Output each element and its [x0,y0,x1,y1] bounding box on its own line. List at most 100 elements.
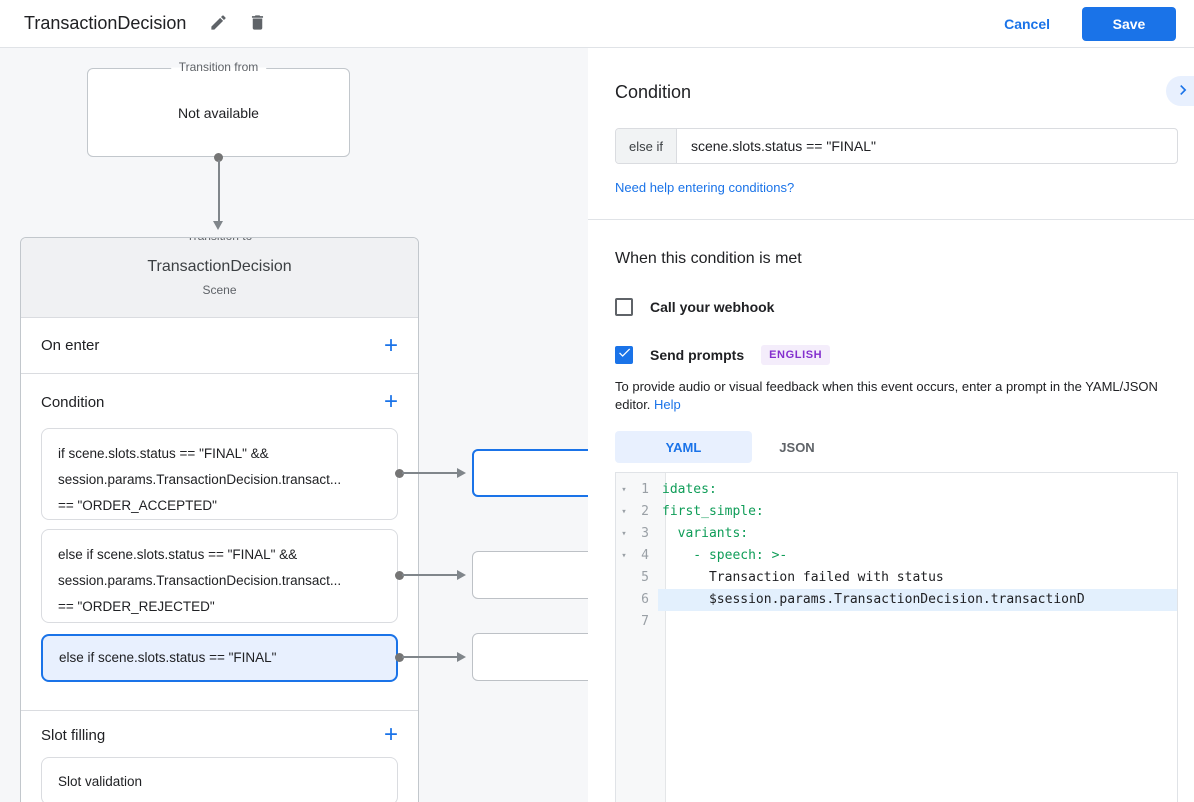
fold-arrow-icon[interactable]: ▾ [621,529,627,539]
transition-to-box: Transition to TransactionDecision Scene … [20,237,419,802]
fold-arrow-icon[interactable]: ▾ [621,551,627,561]
trash-icon [248,13,267,35]
panel-heading: Condition [615,82,692,102]
code-text[interactable]: - speech: >- [662,548,788,563]
call-webhook-label: Call your webhook [650,299,775,315]
line-number: 4 [641,548,649,563]
on-enter-label: On enter [41,337,100,354]
on-enter-section: On enter + [21,318,418,374]
slot-validation-card[interactable]: Slot validation [41,757,398,802]
editor-line[interactable]: ▾ 4 - speech: >- [616,545,1177,567]
editor-line[interactable]: ▾ 3 variants: [616,523,1177,545]
page-title: TransactionDecision [24,13,187,33]
condition-detail-panel: Condition else if scene.slots.status == … [588,48,1194,802]
connector-line [218,160,220,221]
fold-spacer [616,611,632,633]
code-text[interactable]: first_simple: [662,504,764,519]
connector-arrowhead-icon [457,467,466,478]
condition-text: session.params.TransactionDecision.trans… [58,472,342,487]
editor-tabs: YAML JSON [615,431,1178,463]
collapse-panel-button[interactable] [1166,76,1194,106]
condition-section: Condition + if scene.slots.status == "FI… [21,374,418,711]
fold-spacer [616,567,632,589]
scene-name: TransactionDecision [147,258,292,275]
editor-line-highlighted[interactable]: 6 $session.params.TransactionDecision.tr… [616,589,1177,611]
condition-prefix: else if [616,129,677,163]
fold-spacer [616,589,632,611]
call-webhook-checkbox[interactable] [615,298,633,316]
delete-button[interactable] [243,8,272,40]
transition-from-box[interactable]: Transition from Not available [87,60,350,157]
conditions-help-link[interactable]: Need help entering conditions? [615,180,795,195]
connector-dot [214,153,223,162]
scene-type-label: Scene [202,283,237,297]
condition-value[interactable]: scene.slots.status == "FINAL" [690,138,876,154]
pencil-icon [209,13,228,35]
editor-gutter [616,473,666,802]
tab-json-label: JSON [779,439,815,455]
condition-text: session.params.TransactionDecision.trans… [58,573,342,588]
transition-from-legend: Transition from [170,60,267,74]
transition-from-content: Not available [178,104,259,121]
transition-to-legend: Transition to [178,238,261,243]
edit-button[interactable] [204,8,233,40]
transition-target-box[interactable] [472,551,594,599]
condition-section-label: Condition [41,393,105,411]
panel-divider [588,219,1194,220]
helper-sentence: To provide audio or visual feedback when… [615,379,1158,412]
add-condition-icon[interactable]: + [383,388,398,415]
line-number: 2 [641,504,649,519]
top-bar: TransactionDecision Cancel Save [0,0,1194,48]
send-prompts-label: Send prompts [650,347,745,363]
editor-line[interactable]: ▾ 2 first_simple: [616,501,1177,523]
tab-yaml[interactable]: YAML [615,431,752,463]
condition-text: if scene.slots.status == "FINAL" && [58,446,269,461]
line-number: 1 [641,482,649,497]
connector-line [402,656,457,658]
tab-json[interactable]: JSON [752,431,842,463]
connector-arrowhead-icon [213,221,223,230]
connector-dot [395,652,404,662]
connector-line [402,472,457,474]
connector-dot [395,570,404,580]
connector-arrowhead-icon [457,651,466,662]
send-prompts-checkbox[interactable] [615,346,633,364]
connector-dot [395,468,404,478]
language-badge: ENGLISH [761,345,831,365]
tab-yaml-label: YAML [665,439,702,455]
condition-card-final-selected[interactable]: else if scene.slots.status == "FINAL" [41,634,398,682]
code-text[interactable] [658,611,1177,633]
line-number: 5 [641,570,649,585]
code-text[interactable]: idates: [662,482,717,497]
condition-text: == "ORDER_ACCEPTED" [58,498,217,513]
condition-input[interactable]: else if scene.slots.status == "FINAL" [615,128,1178,164]
add-on-enter-icon[interactable]: + [383,331,398,359]
connector-line [402,574,457,576]
code-text[interactable]: variants: [662,526,749,541]
scene-card-header[interactable]: TransactionDecision Scene [21,238,418,318]
condition-card-rejected[interactable]: else if scene.slots.status == "FINAL" &&… [41,529,398,623]
prompt-helper-text: To provide audio or visual feedback when… [615,378,1178,414]
code-text[interactable]: $session.params.TransactionDecision.tran… [658,589,1177,611]
condition-text: == "ORDER_REJECTED" [58,599,215,614]
editor-line[interactable]: 5 Transaction failed with status [616,567,1177,589]
editor-line[interactable]: ▾ 1 idates: [616,479,1177,501]
slot-validation-label: Slot validation [58,773,143,789]
condition-text: else if scene.slots.status == "FINAL" && [58,547,298,562]
add-slot-icon[interactable]: + [383,721,398,748]
help-link[interactable]: Help [654,397,681,412]
slot-filling-label: Slot filling [41,726,106,744]
line-number: 3 [641,526,649,541]
editor-line[interactable]: 7 [616,611,1177,633]
cancel-button[interactable]: Cancel [1004,15,1050,32]
fold-arrow-icon[interactable]: ▾ [621,507,627,517]
save-button[interactable]: Save [1082,6,1176,41]
code-text[interactable]: Transaction failed with status [662,570,944,585]
fold-arrow-icon[interactable]: ▾ [621,485,627,495]
line-number: 7 [641,614,649,629]
checkmark-icon [617,345,632,365]
condition-card-accepted[interactable]: if scene.slots.status == "FINAL" && sess… [41,428,398,520]
yaml-editor[interactable]: ▾ 1 idates: ▾ 2 first_simple: ▾ 3 varian… [615,472,1178,802]
transition-target-box[interactable] [472,633,594,681]
transition-target-box[interactable] [472,449,594,497]
